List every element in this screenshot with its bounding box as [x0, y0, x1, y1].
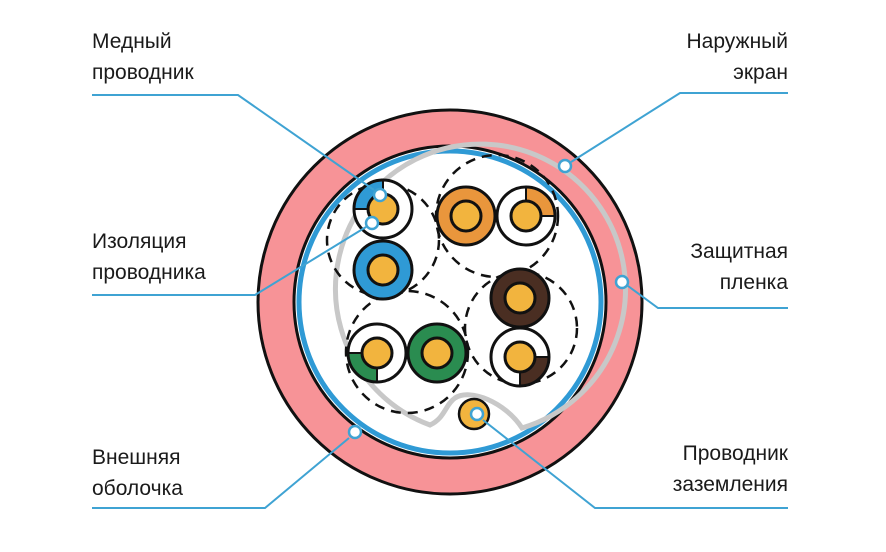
- conductor-brown-white-copper-core: [503, 340, 537, 374]
- leader-outer-shield: [570, 92, 788, 163]
- conductor-green-outline: [406, 322, 468, 384]
- conductor-orange-white-outline: [495, 185, 557, 247]
- label-copper-conductor: Медный проводник: [92, 26, 194, 88]
- leader-protective-film: [627, 285, 788, 309]
- label-line: экран: [733, 61, 788, 84]
- conductor-blue-white-outline: [352, 178, 414, 240]
- leader-conductor-insulation: [92, 226, 367, 296]
- outer-shield: [296, 148, 604, 456]
- conductor-green-white-outline: [346, 322, 408, 384]
- conductor-blue-outline: [352, 239, 414, 301]
- leader-copper-conductor: [92, 94, 375, 191]
- conductor-blue-copper-core: [366, 253, 400, 287]
- conductor-orange-copper-core: [449, 199, 483, 233]
- label-ground-conductor: Проводник заземления: [673, 438, 788, 500]
- conductor-green-white-copper-core: [360, 336, 394, 370]
- marker-ground-conductor: [469, 406, 485, 422]
- pair-green-boundary: [344, 289, 470, 415]
- label-protective-film: Защитная пленка: [690, 236, 788, 298]
- conductor-orange-outline: [435, 185, 497, 247]
- label-line: проводник: [92, 61, 194, 84]
- label-line: пленка: [719, 271, 788, 294]
- marker-protective-film: [614, 274, 630, 290]
- label-conductor-insulation: Изоляция проводника: [92, 226, 206, 288]
- protective-film: [333, 141, 628, 431]
- conductor-orange-white-copper-core: [509, 199, 543, 233]
- label-line: Медный: [92, 30, 172, 53]
- label-outer-shield: Наружный экран: [687, 26, 789, 88]
- label-line: Наружный: [686, 30, 789, 53]
- leader-ground-conductor: [482, 419, 788, 509]
- marker-copper-conductor: [372, 187, 388, 203]
- label-line: Проводник: [682, 442, 788, 465]
- label-line: заземления: [672, 473, 788, 496]
- marker-outer-shield: [557, 158, 573, 174]
- marker-conductor-insulation: [364, 215, 380, 231]
- conductor-green-copper-core: [420, 336, 454, 370]
- label-line: проводника: [92, 261, 206, 284]
- conductor-brown-white-outline: [489, 326, 551, 388]
- label-line: Изоляция: [92, 230, 187, 253]
- marker-outer-jacket: [347, 424, 363, 440]
- label-line: Защитная: [690, 240, 788, 263]
- leader-outer-jacket: [92, 437, 350, 509]
- conductor-brown-copper-core: [503, 281, 537, 315]
- label-line: Внешняя: [92, 446, 181, 469]
- label-line: оболочка: [92, 477, 183, 500]
- label-outer-jacket: Внешняя оболочка: [92, 442, 183, 504]
